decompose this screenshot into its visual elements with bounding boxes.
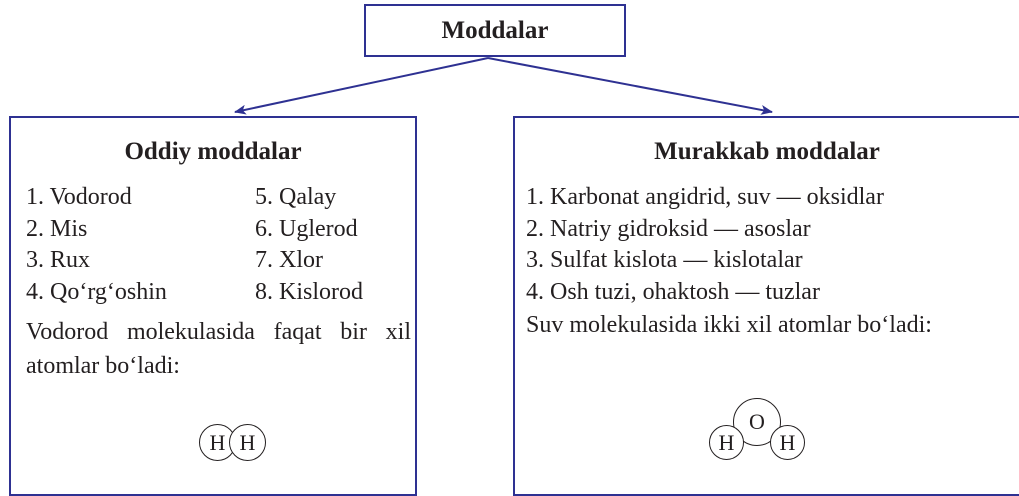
arrow-to-murakkab [487, 57, 773, 115]
root-node-moddalar: Moddalar [364, 4, 626, 57]
oddiy-list-col2: 5. Qalay 6. Uglerod 7. Xlor 8. Kislorod [255, 182, 363, 308]
node-oddiy-moddalar: Oddiy moddalar 1. Vodorod 2. Mis 3. Rux … [9, 116, 417, 496]
list-item: 3. Sulfat kislota — kislotalar [526, 247, 803, 273]
arrow-to-oddiy [234, 57, 489, 115]
oddiy-heading: Oddiy moddalar [124, 138, 302, 165]
h2-atom-2: H [229, 424, 266, 461]
list-item: 6. Uglerod [255, 215, 358, 242]
list-item: 2. Natriy gidroksid — asoslar [526, 215, 811, 242]
murakkab-heading: Murakkab moddalar [654, 138, 880, 165]
list-item: 1. Karbonat angidrid, suv — oksidlar [526, 184, 884, 210]
h2o-hydrogen-atom-2: H [770, 425, 805, 460]
list-item: 4. Osh tuzi, ohaktosh — tuzlar [526, 278, 820, 305]
list-item: 5. Qalay [255, 184, 337, 210]
list-item: 4. Qo‘rg‘oshin [26, 278, 167, 305]
murakkab-note: Suv molekulasida ikki xil atomlar bo‘lad… [526, 312, 932, 338]
list-item: 7. Xlor [255, 247, 323, 273]
list-item: 1. Vodorod [26, 184, 132, 210]
connector-arrows [234, 57, 773, 115]
list-item: 2. Mis [26, 215, 88, 242]
oddiy-list-col1: 1. Vodorod 2. Mis 3. Rux 4. Qo‘rg‘oshin [26, 182, 167, 308]
murakkab-list: 1. Karbonat angidrid, suv — oksidlar 2. … [526, 182, 884, 308]
h2o-hydrogen-atom-1: H [709, 425, 744, 460]
list-item: 3. Rux [26, 247, 91, 273]
oddiy-note: Vodorod molekulasida faqat bir xil atoml… [26, 319, 411, 379]
root-label: Moddalar [441, 16, 549, 44]
list-item: 8. Kislorod [255, 278, 363, 305]
